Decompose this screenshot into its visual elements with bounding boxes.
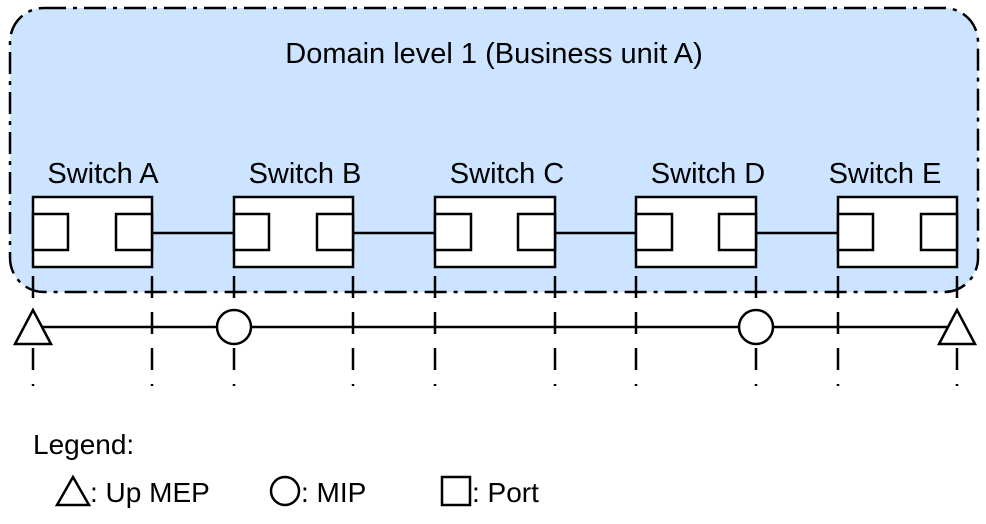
switch-e — [836, 195, 959, 269]
switch-a-label: Switch A — [47, 158, 159, 190]
switch-e-port-right — [919, 212, 959, 252]
switch-b-port-left — [232, 212, 271, 252]
port-projection-lines — [31, 276, 959, 386]
mep-triangle-icon — [12, 307, 54, 346]
legend-square-icon — [440, 475, 472, 507]
switch-c — [433, 195, 557, 269]
switch-d — [634, 195, 758, 269]
switch-e-label: Switch E — [829, 158, 942, 190]
mep-triangle-icon — [936, 307, 978, 346]
legend-circle-icon — [269, 475, 301, 507]
switch-b — [232, 195, 355, 269]
switch-a-port-left — [31, 212, 70, 252]
legend-up-mep: : Up MEP — [90, 477, 210, 508]
domain-title: Domain level 1 (Business unit A) — [285, 38, 702, 70]
switch-a-port-right — [114, 212, 154, 252]
switch-e-port-left — [836, 212, 875, 252]
mip-circle-icon — [215, 308, 253, 346]
legend-mip: : MIP — [301, 477, 366, 508]
switch-d-label: Switch D — [651, 158, 765, 190]
legend-port: : Port — [472, 477, 539, 508]
switch-d-port-right — [717, 212, 758, 252]
legend-heading: Legend: — [33, 429, 134, 460]
mip-circle-icon — [737, 308, 775, 346]
switch-c-label: Switch C — [450, 158, 564, 190]
switch-c-port-right — [516, 212, 557, 252]
switch-b-port-right — [315, 212, 355, 252]
switch-b-label: Switch B — [249, 158, 362, 190]
switch-c-port-left — [433, 212, 473, 252]
switch-d-port-left — [634, 212, 674, 252]
legend-triangle-icon — [54, 474, 92, 507]
switch-a — [31, 195, 154, 269]
